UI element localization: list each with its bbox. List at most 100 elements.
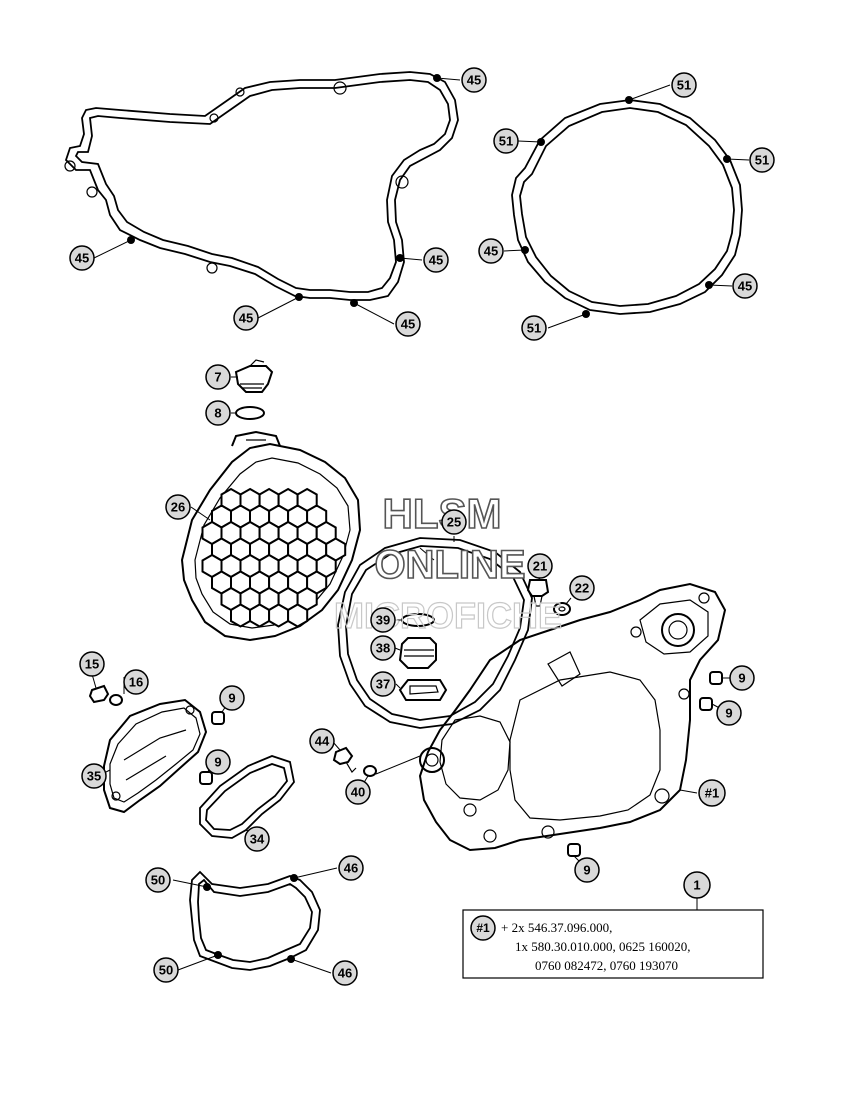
callout-39: 39 [370, 607, 396, 633]
screen-gasket [398, 679, 448, 701]
svg-text:#1: #1 [476, 921, 490, 935]
svg-text:45: 45 [467, 73, 481, 88]
svg-text:9: 9 [228, 691, 235, 706]
callout-46-b: 46 [332, 960, 358, 986]
water-pump-cover [103, 698, 208, 814]
svg-text:51: 51 [499, 134, 513, 149]
svg-text:#1: #1 [705, 786, 719, 801]
callout-45-g: 45 [732, 273, 758, 299]
ignition-cover-gasket [511, 96, 743, 318]
svg-text:50: 50 [151, 873, 165, 888]
svg-text:51: 51 [527, 321, 541, 336]
dowel-pins [199, 671, 723, 857]
callout-51-b: 51 [493, 128, 519, 154]
callout-50-b: 50 [153, 957, 179, 983]
kit-contents-note: #1 + 2x 546.37.096.000, 1x 580.30.010.00… [462, 909, 764, 979]
callout-26: 26 [165, 494, 191, 520]
oil-screen [398, 637, 437, 669]
honeycomb-cell [230, 603, 252, 628]
cover-screw-washer [363, 765, 377, 777]
honeycomb-cell [249, 603, 271, 628]
bleed-screw-washer [109, 694, 123, 706]
watermark-line-1: HLSM [383, 490, 502, 537]
callout-45-b: 45 [69, 245, 95, 271]
callout-35: 35 [81, 763, 107, 789]
svg-text:45: 45 [75, 251, 89, 266]
callout-50-a: 50 [145, 867, 171, 893]
bleed-screw [88, 684, 110, 704]
svg-text:51: 51 [677, 78, 691, 93]
svg-text:37: 37 [376, 677, 390, 692]
svg-text:7: 7 [214, 370, 221, 385]
svg-text:45: 45 [738, 279, 752, 294]
svg-text:21: 21 [533, 559, 547, 574]
watermark-line-3: MICROFICHE [334, 595, 562, 636]
svg-text:46: 46 [338, 966, 352, 981]
svg-text:9: 9 [583, 863, 590, 878]
honeycomb-cell [268, 603, 290, 628]
svg-text:40: 40 [351, 785, 365, 800]
callout-37: 37 [370, 671, 396, 697]
callout-46-a: 46 [338, 855, 364, 881]
svg-text:45: 45 [429, 253, 443, 268]
callout-21: 21 [527, 553, 553, 579]
svg-text:26: 26 [171, 500, 185, 515]
callout-hash-1: #1 [698, 779, 726, 807]
svg-text:1: 1 [693, 878, 700, 893]
svg-text:22: 22 [575, 581, 589, 596]
water-pump-gasket [199, 755, 295, 839]
callout-34: 34 [244, 826, 270, 852]
callout-51-a: 51 [671, 72, 697, 98]
svg-text:45: 45 [401, 317, 415, 332]
watermark-line-2: ONLINE [374, 543, 525, 587]
svg-text:34: 34 [250, 832, 265, 847]
svg-text:16: 16 [129, 675, 143, 690]
honeycomb-cell [287, 603, 309, 628]
callout-9-e: 9 [574, 857, 600, 883]
callout-9-c: 9 [716, 700, 742, 726]
callout-45-e: 45 [395, 311, 421, 337]
callout-44: 44 [309, 728, 335, 754]
svg-text:9: 9 [214, 755, 221, 770]
callout-25: 25 [441, 509, 467, 535]
svg-text:46: 46 [344, 861, 358, 876]
callout-45-d: 45 [233, 305, 259, 331]
callout-38: 38 [370, 635, 396, 661]
callout-51-d: 51 [521, 315, 547, 341]
svg-text:51: 51 [755, 153, 769, 168]
oil-filler-plug [234, 359, 274, 393]
note-tag: #1 [470, 915, 496, 941]
exhaust-control-gasket [189, 870, 321, 971]
svg-text:44: 44 [315, 734, 330, 749]
drain-screw-washer [553, 602, 571, 616]
note-line-1: + 2x 546.37.096.000, [501, 920, 612, 935]
callout-7: 7 [205, 364, 231, 390]
note-line-2: 1x 580.30.010.000, 0625 160020, [515, 939, 691, 954]
callout-45-a: 45 [461, 67, 487, 93]
callout-45-c: 45 [423, 247, 449, 273]
callout-15: 15 [79, 651, 105, 677]
svg-text:25: 25 [447, 515, 461, 530]
cover-screw [332, 746, 357, 773]
honeycomb-screen [201, 487, 347, 628]
svg-text:15: 15 [85, 657, 99, 672]
clutch-cover [180, 430, 362, 642]
callout-8: 8 [205, 400, 231, 426]
callout-45-f: 45 [478, 238, 504, 264]
callout-9-b: 9 [729, 665, 755, 691]
svg-text:50: 50 [159, 963, 173, 978]
callout-9-d: 9 [205, 749, 231, 775]
svg-text:45: 45 [239, 311, 253, 326]
callout-1: 1 [683, 871, 711, 899]
callout-16: 16 [123, 669, 149, 695]
oil-filler-o-ring [235, 406, 265, 420]
callout-22: 22 [569, 575, 595, 601]
callout-51-c: 51 [749, 147, 775, 173]
svg-text:35: 35 [87, 769, 101, 784]
callout-9-a: 9 [219, 685, 245, 711]
drain-screw [526, 579, 550, 607]
svg-text:9: 9 [725, 706, 732, 721]
svg-text:9: 9 [738, 671, 745, 686]
svg-text:38: 38 [376, 641, 390, 656]
